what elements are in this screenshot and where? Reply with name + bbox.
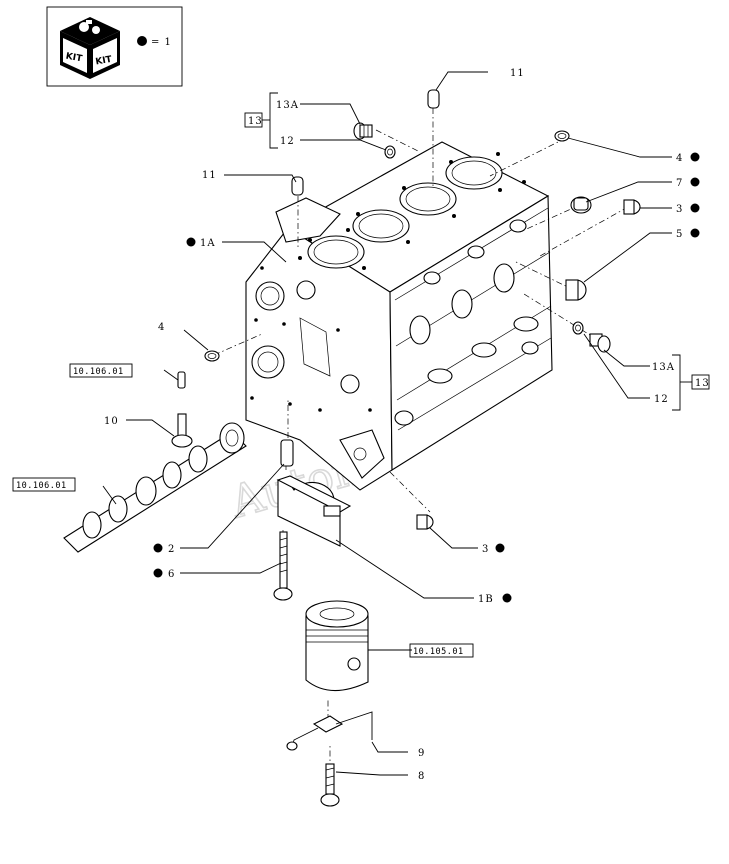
part-6-bolt	[273, 531, 293, 601]
kit-bullets	[153, 152, 700, 603]
callout-11-left: 11	[202, 170, 217, 181]
callout-12-top: 12	[280, 136, 295, 147]
callout-labels: 11 13A 12 13 11 1A 4 10 2 6 4 7 3 5 13A …	[16, 68, 710, 782]
callout-13-right: 13	[695, 378, 710, 389]
part-3-low-cap	[416, 514, 434, 530]
callout-8: 8	[418, 771, 425, 782]
ref-label-left-upper: 10.106.01	[73, 367, 124, 377]
part-5-cap	[565, 279, 587, 301]
callout-13a-top: 13A	[276, 100, 299, 111]
part-10-tappets	[171, 371, 193, 448]
part-2-bushing	[280, 439, 294, 467]
bullet-dot-icon	[137, 36, 147, 46]
callout-3-right: 3	[676, 204, 683, 215]
callout-7: 7	[676, 178, 683, 189]
callout-6: 6	[168, 569, 175, 580]
part-7-plug	[570, 196, 592, 214]
part-13a-right-plug	[589, 333, 611, 353]
part-13a-top-plug	[353, 122, 373, 140]
part-4-left-ring	[204, 350, 220, 362]
part-11-left-dowel	[291, 176, 304, 196]
callout-4-right: 4	[676, 153, 683, 164]
ref-label-piston: 10.105.01	[413, 647, 464, 657]
callout-3-low: 3	[482, 544, 489, 555]
callout-9: 9	[418, 748, 425, 759]
part-1b-bearing-cap	[276, 475, 352, 547]
part-3-right-cap	[623, 199, 641, 215]
deck-holes	[298, 152, 526, 270]
callout-13a-right: 13A	[652, 362, 675, 373]
engine-block-1a	[245, 141, 553, 491]
part-4-right-ring	[554, 130, 570, 142]
piston	[305, 600, 369, 692]
bracket-13-top	[244, 92, 278, 149]
kit-legend: KIT KIT = 1	[46, 6, 183, 87]
ref-box-left-upper	[69, 363, 133, 378]
kit-word-right: KIT	[95, 55, 114, 68]
assembly-lines	[213, 108, 629, 770]
kit-equals-label: = 1	[151, 37, 172, 48]
callout-4-left: 4	[158, 322, 165, 333]
callout-13-top: 13	[248, 116, 263, 127]
camshaft	[63, 422, 247, 553]
side-ports	[394, 219, 539, 426]
callout-2: 2	[168, 544, 175, 555]
leader-lines	[102, 71, 672, 776]
ref-box-left-lower	[12, 477, 76, 492]
callout-12-right: 12	[654, 394, 669, 405]
ref-label-left-lower: 10.106.01	[16, 481, 67, 491]
part-11-top-dowel	[427, 89, 440, 109]
kit-word-left: KIT	[65, 52, 84, 65]
part-12-right-washer	[572, 321, 584, 335]
callout-5: 5	[676, 229, 683, 240]
bracket-13-right	[672, 354, 710, 411]
part-9-oil-jet	[286, 711, 373, 751]
kit-box-icon: KIT KIT	[60, 17, 120, 79]
callout-1a: 1A	[200, 238, 216, 249]
part-8-bolt	[320, 763, 340, 807]
callout-10: 10	[104, 416, 119, 427]
cylinder-bores	[307, 156, 503, 269]
callout-1b: 1B	[478, 594, 494, 605]
part-12-top-washer	[384, 145, 396, 159]
callout-11-top: 11	[510, 68, 525, 79]
ref-box-piston	[409, 643, 474, 658]
